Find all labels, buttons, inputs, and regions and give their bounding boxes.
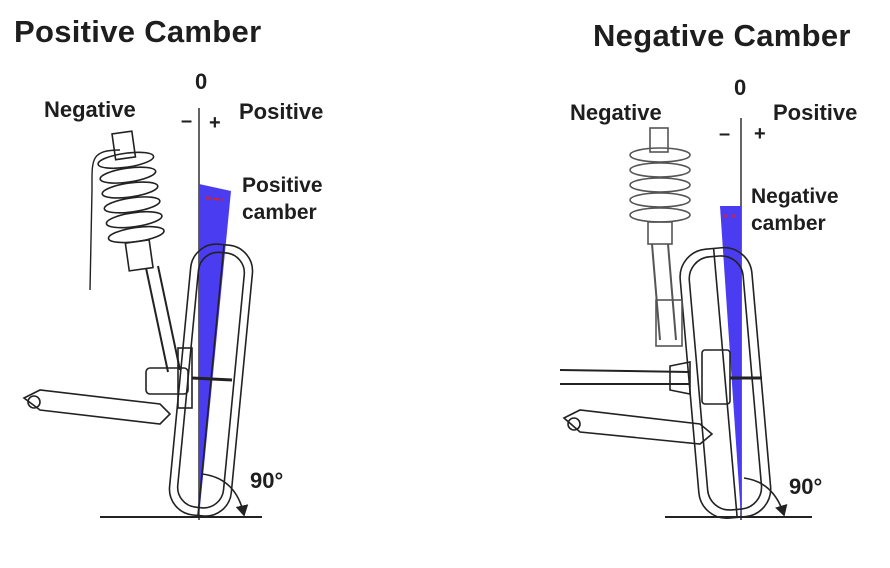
left-zero-label: 0: [195, 69, 208, 94]
right-zero-label: 0: [734, 75, 747, 100]
left-callout-line2: camber: [242, 201, 317, 224]
left-camber-wedge: [199, 184, 231, 517]
left-angle-label: 90°: [250, 468, 284, 493]
right-minus-label: –: [719, 123, 731, 145]
right-wheel: [679, 246, 772, 520]
left-title: Positive Camber: [14, 14, 262, 49]
left-negative-label: Negative: [44, 97, 136, 122]
right-title: Negative Camber: [593, 18, 851, 53]
right-angle-label: 90°: [789, 474, 823, 499]
left-callout-line1: Positive: [242, 174, 323, 197]
left-angle-arc: [201, 473, 249, 517]
left-callout: Positive camber: [242, 172, 323, 226]
left-diagram: [22, 108, 262, 520]
right-strut-spring: [629, 127, 691, 245]
right-diagram: [559, 118, 812, 520]
right-plus-label: +: [754, 123, 766, 145]
left-strut-spring: [97, 130, 165, 272]
right-callout: Negative camber: [751, 183, 839, 237]
right-callout-line2: camber: [751, 212, 826, 235]
right-angle-arc: [743, 477, 788, 517]
right-positive-label: Positive: [773, 100, 858, 125]
left-minus-label: –: [181, 110, 193, 132]
right-negative-label: Negative: [570, 100, 662, 125]
left-plus-label: +: [209, 112, 221, 134]
left-marker: [205, 197, 225, 201]
right-callout-line1: Negative: [751, 185, 839, 208]
left-positive-label: Positive: [239, 99, 324, 124]
